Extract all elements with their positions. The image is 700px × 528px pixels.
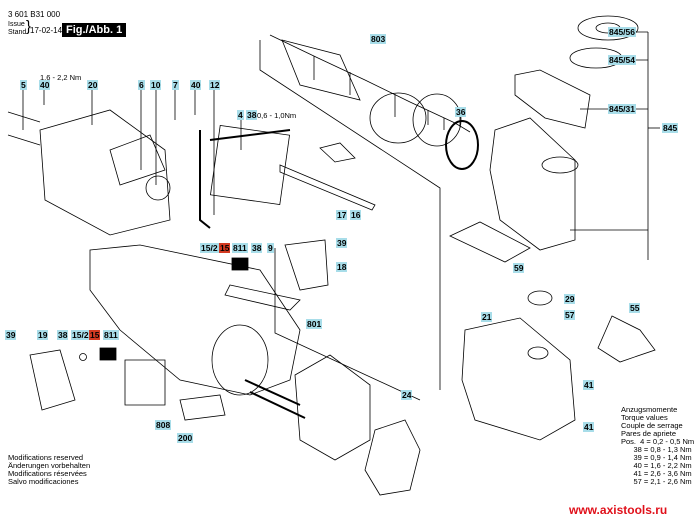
modifications-line: Modifications réservées bbox=[8, 469, 87, 478]
callout-39[interactable]: 39 bbox=[336, 238, 348, 248]
callout-15[interactable]: 15 bbox=[89, 330, 101, 340]
callout-40[interactable]: 40 bbox=[190, 80, 202, 90]
callout-15-2[interactable]: 15/2 bbox=[200, 243, 219, 253]
callout-9[interactable]: 9 bbox=[267, 243, 274, 253]
callout-19[interactable]: 19 bbox=[37, 330, 49, 340]
torque-title: Torque values bbox=[621, 413, 668, 422]
callout-200[interactable]: 200 bbox=[177, 433, 194, 443]
torque-title: Couple de serrage bbox=[621, 421, 683, 430]
callout-4[interactable]: 4 bbox=[237, 110, 244, 120]
modifications-line: Modifications reserved bbox=[8, 453, 84, 462]
callout-811[interactable]: 811 bbox=[232, 243, 248, 253]
callout-24[interactable]: 24 bbox=[401, 390, 413, 400]
callout-16[interactable]: 16 bbox=[350, 210, 362, 220]
callout-38[interactable]: 38 bbox=[57, 330, 69, 340]
callout-29[interactable]: 29 bbox=[564, 294, 576, 304]
torque-note-40: 1,6 - 2,2 Nm bbox=[40, 73, 82, 82]
figure-label: Fig./Abb. 1 bbox=[62, 23, 127, 37]
callout-17[interactable]: 17 bbox=[336, 210, 348, 220]
callout-7[interactable]: 7 bbox=[172, 80, 179, 90]
callout-6[interactable]: 6 bbox=[138, 80, 145, 90]
torque-row: 40 = 1,6 - 2,2 Nm bbox=[621, 461, 692, 470]
callout-18[interactable]: 18 bbox=[336, 262, 348, 272]
callout-20[interactable]: 20 bbox=[87, 80, 99, 90]
part-number: 3 601 B31 000 bbox=[8, 10, 61, 19]
callout-845-54[interactable]: 845/54 bbox=[608, 55, 636, 65]
torque-title: Anzugsmomente bbox=[621, 405, 678, 414]
modifications-line: Salvo modificaciones bbox=[8, 477, 79, 486]
callout-15-2[interactable]: 15/2 bbox=[71, 330, 90, 340]
callout-38[interactable]: 38 bbox=[246, 110, 258, 120]
torque-values-table: Anzugsmomente Torque values Couple de se… bbox=[621, 406, 694, 486]
callout-845[interactable]: 845 bbox=[662, 123, 679, 133]
callout-808[interactable]: 808 bbox=[155, 420, 172, 430]
callout-845-31[interactable]: 845/31 bbox=[608, 104, 636, 114]
torque-row: 39 = 0,9 - 1,4 Nm bbox=[621, 453, 692, 462]
torque-title: Pares de apriete bbox=[621, 429, 677, 438]
modifications-notice: Modifications reserved Änderungen vorbeh… bbox=[8, 454, 90, 486]
issue-stand-label: Issue Stand bbox=[8, 21, 26, 37]
callout-41[interactable]: 41 bbox=[583, 380, 595, 390]
callout-40[interactable]: 40 bbox=[39, 80, 51, 90]
callout-21[interactable]: 21 bbox=[481, 312, 493, 322]
brace-glyph: } bbox=[26, 18, 32, 35]
callout-845-56[interactable]: 845/56 bbox=[608, 27, 636, 37]
modifications-line: Änderungen vorbehalten bbox=[8, 461, 91, 470]
callout-57[interactable]: 57 bbox=[564, 310, 576, 320]
issue-label: Issue bbox=[8, 21, 25, 28]
callout-59[interactable]: 59 bbox=[513, 263, 525, 273]
callout-36[interactable]: 36 bbox=[455, 107, 467, 117]
torque-row: 38 = 0,8 - 1,3 Nm bbox=[621, 445, 692, 454]
callout-801[interactable]: 801 bbox=[306, 319, 323, 329]
torque-row: 57 = 2,1 - 2,6 Nm bbox=[621, 477, 692, 486]
callout-38[interactable]: 38 bbox=[251, 243, 263, 253]
callout-41[interactable]: 41 bbox=[583, 422, 595, 432]
callout-39[interactable]: 39 bbox=[5, 330, 17, 340]
callout-10[interactable]: 10 bbox=[150, 80, 162, 90]
callout-55[interactable]: 55 bbox=[629, 303, 641, 313]
callout-15[interactable]: 15 bbox=[219, 243, 231, 253]
torque-row: Pos. 4 = 0,2 - 0,5 Nm bbox=[621, 437, 695, 446]
torque-row: 41 = 2,6 - 3,6 Nm bbox=[621, 469, 692, 478]
issue-date: 17-02-14 bbox=[30, 26, 63, 35]
callout-811[interactable]: 811 bbox=[103, 330, 119, 340]
watermark-url[interactable]: www.axistools.ru bbox=[569, 503, 668, 517]
callout-12[interactable]: 12 bbox=[209, 80, 221, 90]
callout-5[interactable]: 5 bbox=[20, 80, 27, 90]
callout-803[interactable]: 803 bbox=[370, 34, 387, 44]
stand-label: Stand bbox=[8, 29, 27, 36]
torque-note-38: 0,6 - 1,0Nm bbox=[257, 111, 297, 120]
